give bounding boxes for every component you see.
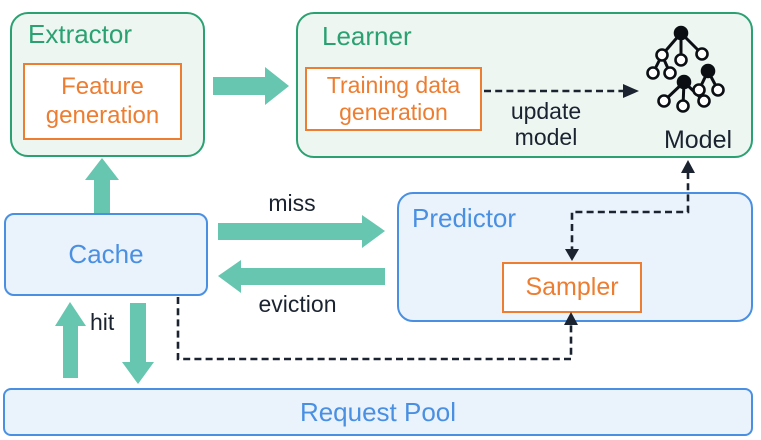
decision-tree-icon (646, 25, 725, 113)
extractor-title: Extractor (28, 19, 133, 49)
eviction-label: eviction (258, 291, 337, 317)
tree-3 (692, 63, 725, 97)
cache-box: Cache (4, 213, 208, 296)
miss-label: miss (268, 190, 316, 216)
arrow-extractor-to-learner (213, 67, 289, 105)
arrow-eviction-predictor-to-cache (218, 260, 385, 293)
arrow-hit-requestpool-to-cache (55, 302, 86, 378)
hit-label: hit (90, 309, 115, 335)
update-model-label: update model (510, 98, 582, 150)
feature-generation-box: Feature generation (23, 63, 182, 140)
learner-title: Learner (322, 21, 412, 51)
predictor-title: Predictor (412, 203, 517, 233)
sampler-box: Sampler (502, 262, 642, 313)
request-pool-box: Request Pool (3, 388, 753, 436)
tree-1 (646, 25, 709, 80)
arrow-cache-to-requestpool (122, 303, 154, 384)
tree-2 (657, 74, 711, 113)
training-data-generation-box: Training data generation (305, 67, 482, 131)
arrow-cache-to-extractor (85, 158, 119, 213)
model-label: Model (663, 126, 733, 154)
arrow-miss-cache-to-predictor (218, 215, 385, 248)
